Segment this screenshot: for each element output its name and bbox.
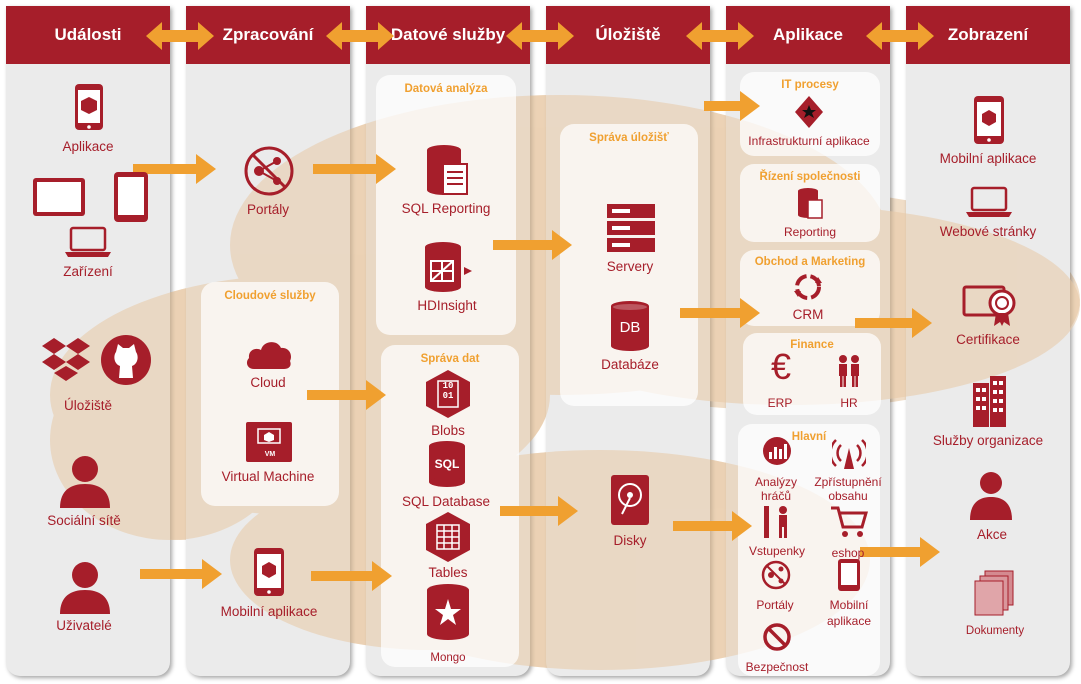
mongo-icon <box>427 584 469 640</box>
office-building-icon <box>973 376 1006 427</box>
laptop-icon <box>966 186 1012 217</box>
box-title: Cloudové služby <box>224 290 316 302</box>
github-icon <box>101 335 151 385</box>
tables-hexagon-icon <box>426 512 470 562</box>
broadcast-antenna-icon <box>832 439 866 469</box>
reporting-icon <box>798 188 823 219</box>
label-tables: Tables <box>428 565 468 580</box>
label-akce: Akce <box>976 527 1008 542</box>
portal-globe-icon <box>244 146 294 196</box>
box-title: Hlavní <box>791 431 827 443</box>
label-hr: HR <box>840 396 858 410</box>
box-title: IT procesy <box>781 79 839 91</box>
laptop-icon <box>65 226 111 257</box>
box-title: Obchod a Marketing <box>754 256 866 268</box>
virtual-machine-icon <box>246 422 292 462</box>
box-title: Datová analýza <box>404 83 488 95</box>
label-portaly: Portály <box>246 202 290 217</box>
box-title: Správa dat <box>420 353 480 365</box>
label-cloud: Cloud <box>250 375 286 390</box>
label-sluzby-organizace: Služby organizace <box>932 433 1044 448</box>
blobs-badge: 10 01 <box>442 381 454 401</box>
header-zpracovani: Zpracování <box>186 6 350 64</box>
label-disky: Disky <box>613 533 647 548</box>
servers-icon <box>607 204 655 252</box>
label-infrastrukturni-aplikace: Infrastrukturní aplikace <box>748 134 870 148</box>
box-title: Správa úložišť <box>589 132 669 144</box>
box-title: Finance <box>790 339 834 351</box>
label-hdinsight: HDInsight <box>417 298 477 313</box>
label-vstupenky: Vstupenky <box>748 544 806 558</box>
label-crm: CRM <box>792 307 824 322</box>
box-sprava-ulozist: Správa úložišť <box>560 124 698 406</box>
infrastructure-diamond-icon <box>795 96 823 128</box>
label-mobilni-aplikace-aplikace: Mobilní aplikace <box>826 598 872 628</box>
smartphone-icon <box>114 172 148 222</box>
label-portaly-aplikace: Portály <box>756 598 794 612</box>
label-mongo: Mongo <box>430 652 466 664</box>
user-icon <box>60 456 110 508</box>
label-virtual-machine: Virtual Machine <box>221 469 315 484</box>
hard-disk-icon <box>611 475 649 525</box>
hdinsight-icon <box>425 242 472 292</box>
label-sql-database: SQL Database <box>401 494 491 509</box>
label-sql-reporting: SQL Reporting <box>401 201 491 216</box>
portal-globe-small-icon <box>761 560 791 590</box>
label-eshop: eshop <box>831 546 865 560</box>
label-zarizeni: Zařízení <box>63 264 113 279</box>
db-badge: DB <box>619 319 641 336</box>
label-socialni-site: Sociální sítě <box>47 513 121 528</box>
label-certifikace: Certifikace <box>956 332 1020 347</box>
header-udalosti: Události <box>6 6 170 64</box>
tablet-icon <box>33 178 85 216</box>
phone-app-icon <box>75 84 103 130</box>
dropbox-icon <box>42 338 90 381</box>
certificate-icon <box>962 285 1016 326</box>
label-bezpecnost: Bezpečnost <box>745 660 809 674</box>
label-uloziste: Úložiště <box>63 398 113 413</box>
security-forbidden-icon <box>763 623 791 651</box>
label-blobs: Blobs <box>431 423 465 438</box>
header-datove-sluzby: Datové služby <box>366 6 530 64</box>
label-mobilni-aplikace-zpracovani: Mobilní aplikace <box>220 604 318 619</box>
sql-database-icon <box>429 441 465 487</box>
crm-cycle-icon <box>794 274 822 300</box>
header-uloziste: Úložiště <box>546 6 710 64</box>
ticket-gate-icon <box>764 506 787 538</box>
database-icon <box>611 301 649 351</box>
label-dokumenty: Dokumenty <box>965 625 1025 637</box>
box-obchod-marketing: Obchod a Marketing <box>740 250 880 326</box>
vm-badge: VM <box>264 451 276 458</box>
box-hlavni: Hlavní <box>738 424 880 676</box>
mobile-app-icon <box>254 548 284 596</box>
hr-people-icon <box>839 355 859 387</box>
label-aplikace: Aplikace <box>62 139 114 154</box>
label-uzivatele: Uživatelé <box>56 618 112 633</box>
label-analyzy-hracu: Analýzy hráčů <box>754 475 798 503</box>
blobs-hexagon-icon <box>426 370 470 418</box>
header-zobrazeni: Zobrazení <box>906 6 1070 64</box>
user-icon <box>60 562 110 614</box>
label-reporting: Reporting <box>783 225 837 239</box>
player-analytics-icon <box>763 437 791 465</box>
mobile-app-icon <box>974 96 1004 144</box>
label-mobilni-aplikace-zobrazeni: Mobilní aplikace <box>939 151 1037 166</box>
label-zpristupneni-obsahu: Zpřístupnění obsahu <box>814 475 882 503</box>
mobile-phone-small-icon <box>838 559 860 591</box>
documents-icon <box>974 570 1014 616</box>
label-erp: ERP <box>767 396 793 410</box>
shopping-cart-icon <box>831 506 868 537</box>
label-webove-stranky: Webové stránky <box>939 224 1037 239</box>
header-aplikace: Aplikace <box>726 6 890 64</box>
label-servery: Servery <box>606 259 654 274</box>
user-icon <box>970 472 1012 520</box>
cloud-icon <box>246 342 291 369</box>
euro-icon: € <box>770 346 792 387</box>
box-title: Řízení společnosti <box>759 171 861 183</box>
label-databaze: Databáze <box>601 357 659 372</box>
sql-badge: SQL <box>434 457 460 471</box>
sql-reporting-icon <box>427 145 468 195</box>
